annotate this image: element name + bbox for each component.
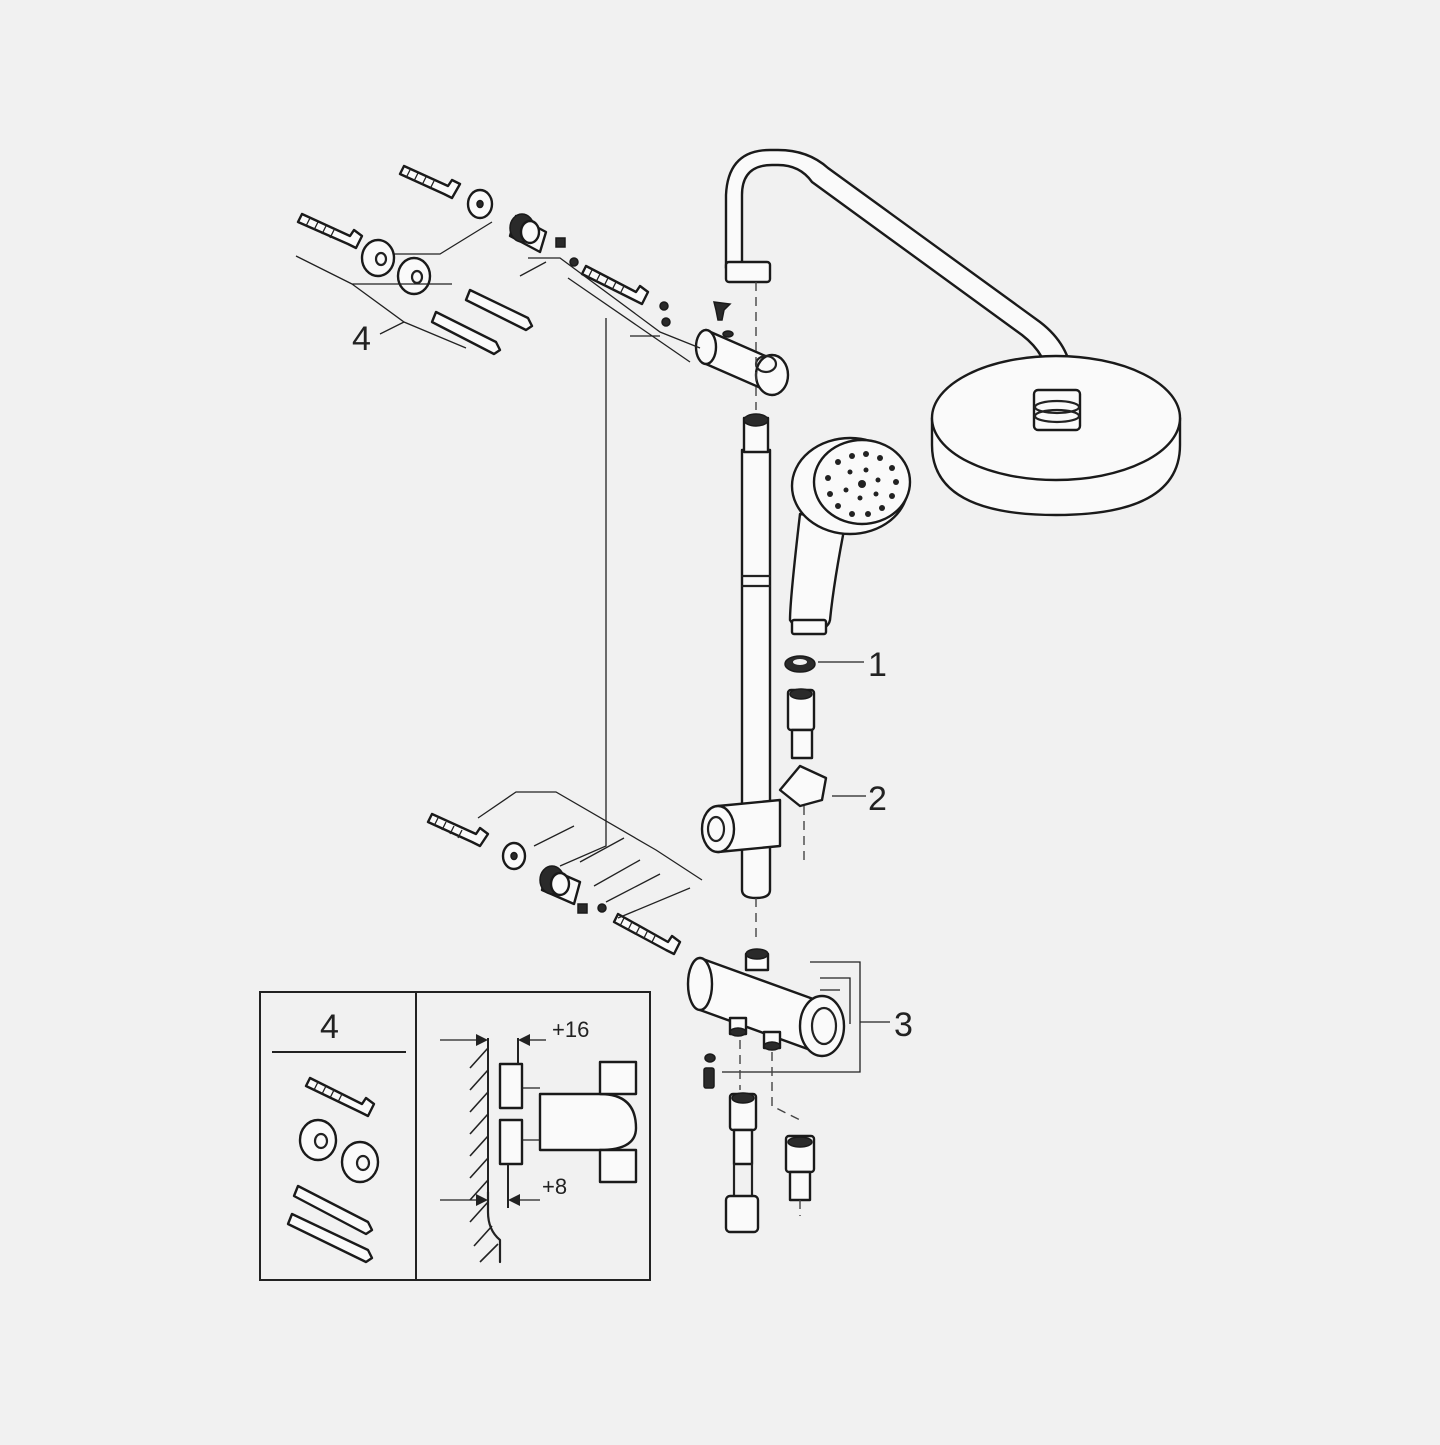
dim-plus16: +16 [552,1017,589,1042]
bottom-bracket-plug [539,865,582,906]
top-ring [569,257,579,267]
inset-kit4: 4 [272,1008,406,1264]
top-long-screw [580,264,650,306]
diverter-set-screw [703,1053,716,1089]
callout-2: 2 [868,780,887,818]
callout-3: 3 [894,1006,913,1044]
callout-3-leaders [722,961,890,1073]
inset-wall-distance: +16 +8 [440,1017,638,1264]
top-bracket-plug [508,213,548,254]
rail-slider [700,764,866,860]
kit4-top-parts [295,212,534,356]
hand-shower [788,436,912,636]
top-nut [555,237,566,248]
hose-nut-top [786,688,816,760]
bottom-screw [426,812,490,848]
thermostat-diverter [686,948,846,1058]
bottom-long-screw [612,912,682,956]
hose-connector [771,1052,816,1216]
dim-plus8: +8 [542,1174,567,1199]
top-screw [398,164,462,200]
flex-hose [724,1040,760,1234]
callout-4-top: 4 [352,320,371,358]
top-wall-bracket [694,328,790,397]
hand-shower-washer [784,655,864,673]
inset-kit4-title: 4 [320,1008,339,1046]
inset-panel [259,991,651,1281]
rain-shower-head [930,354,1182,517]
shower-rail [740,282,772,940]
top-grub-screw [713,301,732,321]
callout-1: 1 [868,646,887,684]
top-assembly-leaders [380,221,701,836]
bottom-assembly-leaders [477,791,703,919]
